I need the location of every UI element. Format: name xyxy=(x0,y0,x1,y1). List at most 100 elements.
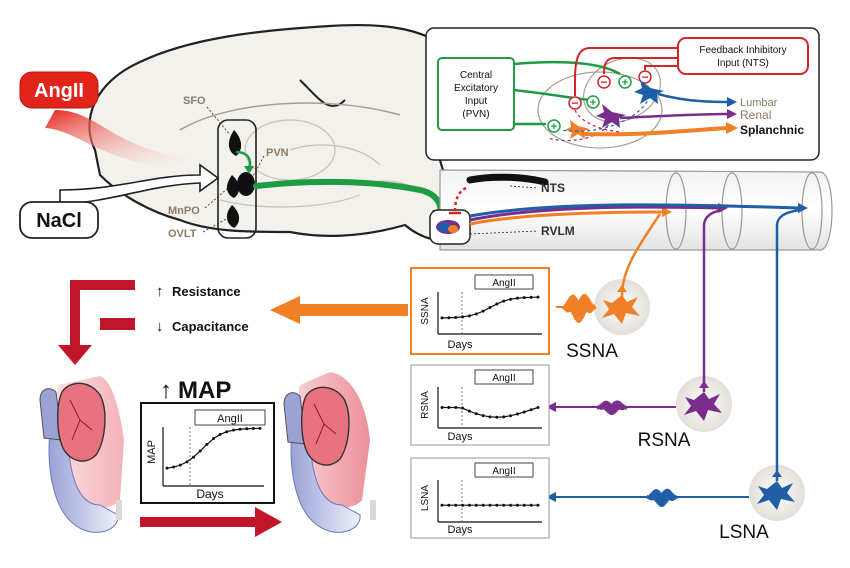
renal-label: Renal xyxy=(740,108,771,122)
heart-after-icon xyxy=(301,386,350,466)
angii-input-box xyxy=(19,71,99,109)
lsna-axon-terminal xyxy=(772,470,782,477)
sfo-label: SFO xyxy=(183,95,206,107)
rsna-stimulus-box xyxy=(474,369,534,385)
venous-return-after xyxy=(290,429,361,533)
ssna-effect-arrow xyxy=(270,296,408,324)
lsna-point xyxy=(509,503,513,507)
plus-icon xyxy=(618,75,632,89)
nacl-arrow xyxy=(59,163,220,206)
inset-renal-neuron xyxy=(596,104,626,128)
angii-input-label: AngII xyxy=(34,80,84,102)
pvn-to-rvlm-projection xyxy=(253,178,444,217)
map-y-label: MAP xyxy=(146,440,158,464)
central-line3: Input xyxy=(465,96,487,107)
nts-leader xyxy=(509,185,539,189)
pvn-nucleus xyxy=(237,172,255,196)
map-title: MAP xyxy=(178,377,231,404)
plus-icon xyxy=(586,95,600,109)
map-point xyxy=(251,426,255,430)
rsna-point xyxy=(467,409,471,413)
circulation-after xyxy=(283,372,376,533)
rvlm-label: RVLM xyxy=(541,224,575,238)
lsna-point xyxy=(495,503,499,507)
map-x-label: Days xyxy=(196,487,223,501)
rsna-point xyxy=(474,412,478,416)
lsna-neuron-label: LSNA xyxy=(719,522,769,543)
rsna-point xyxy=(522,410,526,414)
resistance-down-arrow xyxy=(58,280,135,365)
rsna-point xyxy=(454,406,458,409)
heart-before-vessels xyxy=(69,399,93,441)
lsna-point xyxy=(522,503,526,507)
lumbar-descending-arrowhead xyxy=(798,203,808,213)
nts-nucleus xyxy=(466,173,549,186)
ssna-point xyxy=(509,297,513,301)
map-point xyxy=(231,428,235,432)
inset-renal-arrowhead xyxy=(727,109,737,119)
rsna-neuron xyxy=(684,392,722,421)
ssna-point xyxy=(474,312,478,316)
feedback-inhibitory-box xyxy=(677,37,809,75)
central-excitatory-box xyxy=(437,57,515,131)
mnpo-leader xyxy=(204,187,229,209)
ssna-point xyxy=(502,299,506,303)
rsna-point xyxy=(440,406,444,409)
heart-after-vessels xyxy=(313,403,337,445)
nts-to-rvlm-inhibition xyxy=(453,186,467,213)
nacl-input-box xyxy=(19,201,99,239)
rsna-neuron-label: RSNA xyxy=(638,430,691,451)
plus-icon xyxy=(547,119,561,133)
inset-lumbar-output xyxy=(657,92,729,104)
ssna-x-label: Days xyxy=(447,339,473,351)
minus-icon xyxy=(638,70,652,84)
ssna-point xyxy=(461,315,465,319)
rvlm-leader xyxy=(469,230,539,235)
capacitance-label: Capacitance xyxy=(172,319,249,334)
sfo-nucleus xyxy=(228,130,242,156)
rsna-nerve-burst xyxy=(595,400,629,416)
lumbar-descending-path xyxy=(469,203,801,218)
map-point xyxy=(192,455,196,459)
rsna-point xyxy=(488,415,492,419)
progression-arrow xyxy=(140,507,282,537)
lsna-axon xyxy=(775,208,801,481)
mnpo-label: MnPO xyxy=(168,205,200,217)
rsna-axon-terminal xyxy=(699,381,709,388)
inset-splanchnic-neuron xyxy=(565,120,590,139)
lsna-output-arrowhead xyxy=(546,492,556,502)
rsna-point xyxy=(495,415,499,419)
rvlm-lumbar-cell xyxy=(438,222,450,232)
ssna-stimulus-label: AngII xyxy=(492,278,515,289)
rsna-stimulus-label: AngII xyxy=(492,373,515,384)
map-stimulus-label: AngII xyxy=(217,413,243,425)
ssna-point xyxy=(522,296,526,300)
ssna-point xyxy=(481,309,485,313)
ssna-axon-terminal xyxy=(617,285,627,292)
inhibitory-line-3 xyxy=(644,65,678,70)
central-line1: Central xyxy=(460,70,492,81)
ovlt-label: OVLT xyxy=(168,228,197,240)
lsna-stimulus-box xyxy=(474,462,534,478)
minus-glyph: − xyxy=(641,70,648,84)
capacitance-bracket xyxy=(100,318,135,330)
brain-contour xyxy=(289,144,381,166)
plus-glyph: + xyxy=(622,77,628,89)
map-point xyxy=(185,460,189,464)
mnpo-nucleus xyxy=(226,175,240,198)
pvn-leader xyxy=(251,155,265,179)
arrow-down-icon: ↓ xyxy=(156,318,164,335)
inset-splanchnic-output xyxy=(583,126,729,137)
lsna-waveform xyxy=(645,488,679,508)
map-point xyxy=(172,465,176,469)
rsna-point xyxy=(509,414,513,418)
rsna-x-label: Days xyxy=(447,431,473,443)
nacl-input-label: NaCl xyxy=(36,210,82,232)
ssna-point xyxy=(495,302,499,306)
inset-splanchnic-arrowhead xyxy=(726,122,738,134)
rsna-point xyxy=(502,415,506,419)
inhibitory-line-2 xyxy=(603,57,678,75)
ssna-waveform xyxy=(561,293,597,324)
feedback-line2: Input (NTS) xyxy=(717,58,769,69)
